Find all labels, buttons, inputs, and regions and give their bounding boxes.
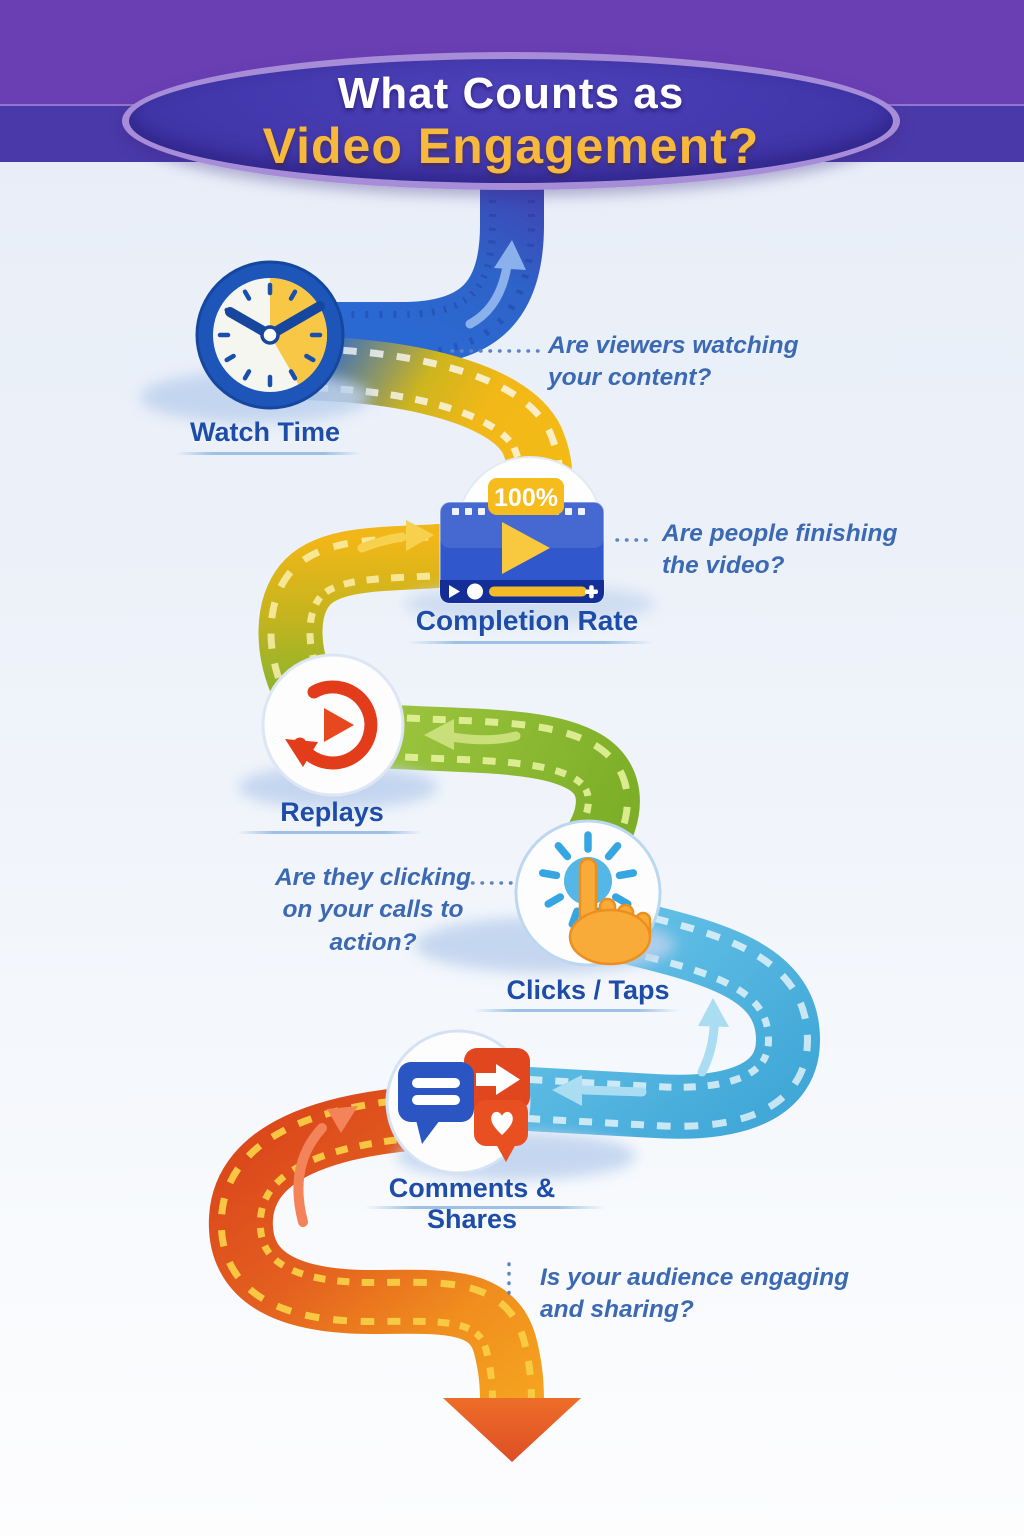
end-arrowhead bbox=[443, 1398, 581, 1462]
question-completion-rate: Are people finishing the video? bbox=[662, 518, 898, 583]
completion-badge: 100% bbox=[488, 478, 564, 515]
question-line: Is your audience engaging bbox=[540, 1264, 850, 1291]
question-line: on your calls to action? bbox=[282, 896, 464, 956]
label-comments-shares: Comments & Shares bbox=[388, 1173, 556, 1234]
title-banner: What Counts as Video Engagement? bbox=[122, 52, 900, 190]
heart-bubble bbox=[474, 1100, 528, 1162]
label-underline bbox=[474, 1009, 679, 1012]
label-replays: Replays bbox=[280, 797, 384, 827]
question-line: Are they clicking bbox=[274, 864, 472, 891]
question-line: Are people finishing bbox=[662, 520, 898, 547]
completion-badge-text: 100% bbox=[494, 484, 558, 512]
question-line: the video? bbox=[662, 552, 785, 580]
label-clicks-taps: Clicks / Taps bbox=[506, 975, 670, 1005]
tap-hand-icon bbox=[415, 819, 675, 973]
road-direction-arrows bbox=[293, 240, 729, 1227]
title-line-1: What Counts as bbox=[337, 69, 685, 118]
question-line: and sharing? bbox=[540, 1296, 694, 1324]
question-clicks-taps: Are they clicking on your calls to actio… bbox=[258, 862, 488, 959]
label-completion-rate: Completion Rate bbox=[415, 605, 639, 636]
label-watch-time: Watch Time bbox=[189, 417, 341, 447]
label-underline bbox=[365, 1206, 605, 1209]
comment-bubble bbox=[398, 1062, 474, 1144]
label-underline bbox=[237, 831, 422, 834]
road-segment-teal bbox=[508, 893, 821, 1139]
question-watch-time: Are viewers watching your content? bbox=[548, 330, 799, 395]
video-player-icon: 100% bbox=[405, 456, 655, 624]
clock-icon bbox=[140, 260, 370, 423]
question-leader-dots bbox=[450, 349, 655, 1298]
chat-bubbles-icon bbox=[385, 1029, 636, 1180]
road-segment-orange bbox=[208, 1086, 581, 1462]
label-underline bbox=[408, 641, 653, 644]
question-line: Are viewers watching bbox=[548, 332, 799, 359]
road-segment-yellow-to-green bbox=[258, 523, 458, 724]
title-line-2: Video Engagement? bbox=[262, 118, 760, 174]
question-comments-shares: Is your audience engaging and sharing? bbox=[540, 1262, 849, 1327]
replay-icon bbox=[238, 653, 438, 809]
label-underline bbox=[176, 452, 361, 455]
question-line: your content? bbox=[548, 364, 712, 392]
share-bubble bbox=[464, 1048, 530, 1110]
